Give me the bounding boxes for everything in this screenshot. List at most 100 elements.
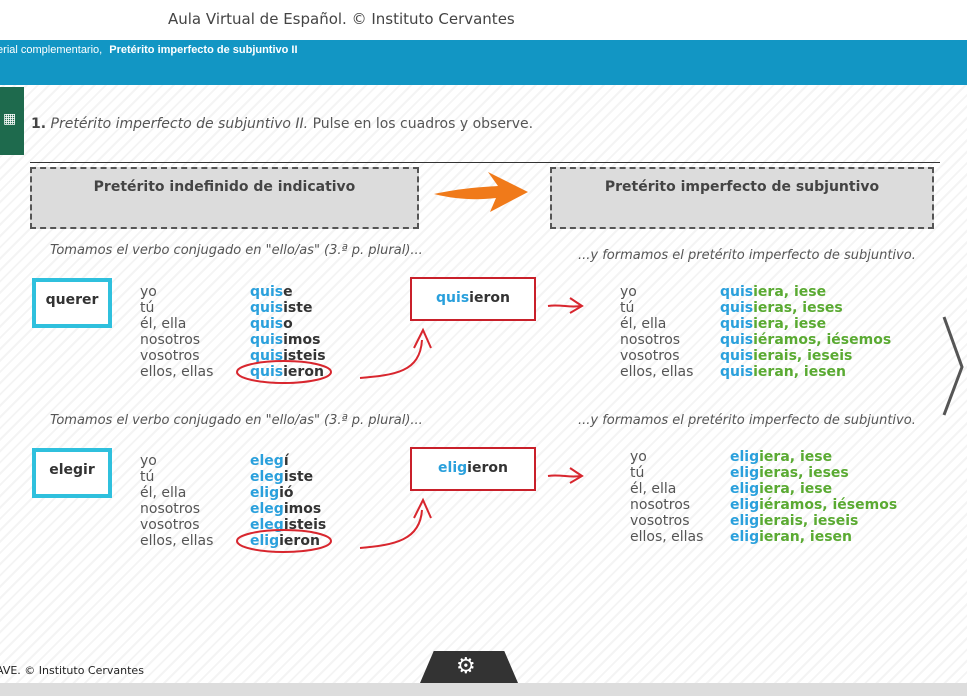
- ending: ieran, iesen: [759, 529, 853, 545]
- stem: quis: [720, 316, 754, 332]
- stem-box-querer[interactable]: quisieron: [410, 277, 536, 321]
- subjuntivo-forms: quisiera, iese quisieras, ieses quisiera…: [720, 284, 891, 380]
- pronoun: ellos, ellas: [620, 364, 694, 380]
- pronoun: ellos, ellas: [630, 529, 704, 545]
- verb-form: eligieran, iesen: [730, 529, 897, 545]
- stem: eleg: [250, 517, 284, 533]
- pronoun: yo: [630, 449, 647, 465]
- subjuntivo-header-label: Pretérito imperfecto de subjuntivo: [604, 179, 880, 195]
- ending: ieron: [279, 533, 320, 549]
- stem: eleg: [250, 469, 284, 485]
- verb-box-elegir[interactable]: elegir: [32, 448, 112, 498]
- verb-form: quisieran, iesen: [720, 364, 891, 380]
- pronoun: él, ella: [620, 316, 667, 332]
- stem: eleg: [250, 453, 284, 469]
- ending: imos: [283, 332, 321, 348]
- verb-form: quisisteis: [250, 348, 326, 364]
- pronoun: tú: [630, 465, 645, 481]
- indefinido-header: Pretérito indefinido de indicativo: [30, 167, 419, 229]
- pronoun: tú: [140, 469, 155, 485]
- stem: elig: [730, 481, 760, 497]
- chevron-right-icon[interactable]: [940, 315, 966, 419]
- whiteboard-icon[interactable]: ▦: [0, 87, 24, 155]
- stem: elig: [730, 529, 760, 545]
- pronoun: tú: [620, 300, 635, 316]
- verb-form: quisimos: [250, 332, 326, 348]
- indefinido-header-label: Pretérito indefinido de indicativo: [93, 179, 356, 195]
- caption-right: ...y formamos el pretérito imperfecto de…: [578, 248, 916, 263]
- pronoun: él, ella: [630, 481, 677, 497]
- caption-left: Tomamos el verbo conjugado en "ello/as" …: [50, 243, 423, 258]
- verb-form: quisierais, ieseis: [720, 348, 891, 364]
- pronoun: él, ella: [140, 316, 187, 332]
- ending: iste: [283, 469, 314, 485]
- ending: ió: [279, 485, 294, 501]
- ending: iera, iese: [753, 284, 827, 300]
- verb-box-querer[interactable]: querer: [32, 278, 112, 328]
- instruction: 1. Pretérito imperfecto de subjuntivo II…: [31, 116, 533, 132]
- verb-infinitive: querer: [45, 292, 99, 308]
- verb-form: eligieron: [250, 533, 326, 549]
- stem: elig: [438, 460, 468, 476]
- stem: elig: [730, 497, 760, 513]
- ending: ieras, ieses: [753, 300, 843, 316]
- pronoun: ellos, ellas: [140, 533, 214, 549]
- ending: ierais, ieseis: [759, 513, 859, 529]
- ending: iéramos, iésemos: [759, 497, 898, 513]
- ending: iera, iese: [753, 316, 827, 332]
- pronoun: él, ella: [140, 485, 187, 501]
- stem: quis: [250, 284, 284, 300]
- stem: quis: [250, 364, 284, 380]
- pronoun: vosotros: [630, 513, 690, 529]
- ending: iéramos, iésemos: [753, 332, 892, 348]
- verb-form: elegiste: [250, 469, 326, 485]
- verb-form: eligieras, ieses: [730, 465, 897, 481]
- pronoun: yo: [620, 284, 637, 300]
- pronoun: tú: [140, 300, 155, 316]
- stem: quis: [250, 316, 284, 332]
- ending: o: [283, 316, 293, 332]
- verb-form: quisiera, iese: [720, 284, 891, 300]
- stem: quis: [436, 290, 470, 306]
- stem-box-elegir[interactable]: eligieron: [410, 447, 536, 491]
- gear-icon: ⚙: [456, 654, 476, 679]
- stem: quis: [720, 348, 754, 364]
- verb-form: elegimos: [250, 501, 326, 517]
- pronoun: nosotros: [620, 332, 681, 348]
- ending: iste: [283, 300, 313, 316]
- instruction-number: 1.: [31, 116, 47, 132]
- pronoun: yo: [140, 453, 157, 469]
- breadcrumb-prefix[interactable]: terial complementario,: [0, 44, 103, 56]
- ending: iera, iese: [759, 449, 833, 465]
- verb-infinitive: elegir: [49, 462, 95, 478]
- subjuntivo-header: Pretérito imperfecto de subjuntivo: [550, 167, 934, 229]
- verb-form: quisiéramos, iésemos: [720, 332, 891, 348]
- verb-form: quisiste: [250, 300, 326, 316]
- ending: ieras, ieses: [759, 465, 849, 481]
- instruction-title: Pretérito imperfecto de subjuntivo II.: [50, 116, 309, 132]
- stem: quis: [250, 332, 284, 348]
- ending: ieron: [467, 460, 508, 476]
- pronoun: vosotros: [140, 348, 200, 364]
- bottom-bar: [0, 683, 967, 696]
- stem: quis: [720, 300, 754, 316]
- stem: quis: [720, 332, 754, 348]
- verb-form: eligierais, ieseis: [730, 513, 897, 529]
- verb-form: eligiera, iese: [730, 481, 897, 497]
- ending: í: [283, 453, 289, 469]
- caption-left: Tomamos el verbo conjugado en "ello/as" …: [50, 413, 423, 428]
- stem-form: quisieron: [436, 290, 510, 319]
- verb-form: eligiéramos, iésemos: [730, 497, 897, 513]
- verb-form: quisiera, iese: [720, 316, 891, 332]
- top-bar: [0, 0, 967, 40]
- pronoun-list: yo tú él, ella nosotros vosotros ellos, …: [140, 284, 213, 380]
- instruction-text: Pulse en los cuadros y observe.: [312, 116, 534, 132]
- settings-button[interactable]: ⚙: [420, 651, 518, 683]
- verb-form: quisieron: [250, 364, 326, 380]
- ending: ieran, iesen: [753, 364, 847, 380]
- pronoun: ellos, ellas: [140, 364, 214, 380]
- verb-form: quise: [250, 284, 326, 300]
- stem: quis: [250, 300, 284, 316]
- pronoun: yo: [140, 284, 157, 300]
- stem: quis: [250, 348, 284, 364]
